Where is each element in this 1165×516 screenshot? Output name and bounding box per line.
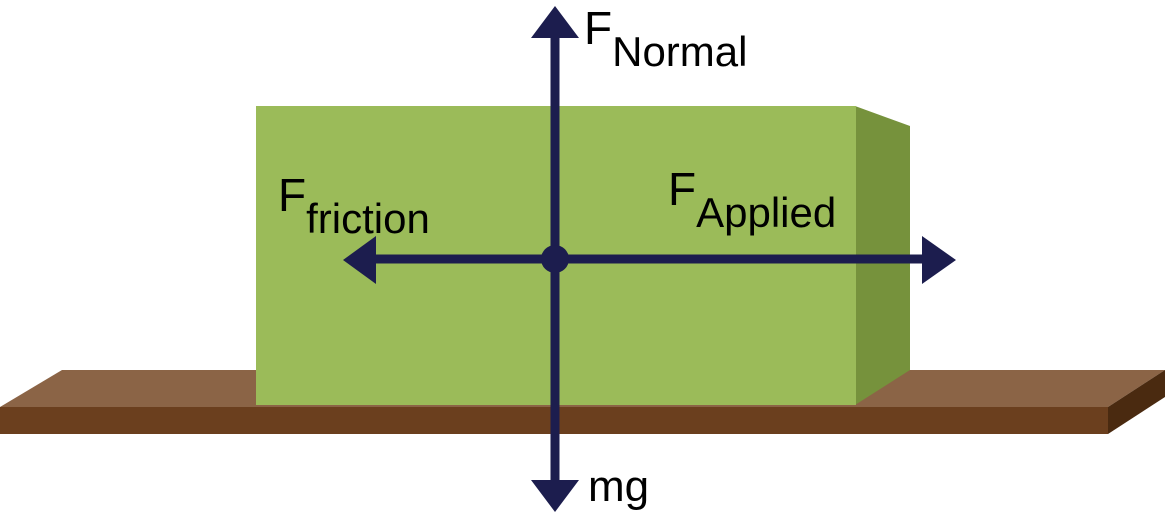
applied-force-symbol: F [668, 163, 697, 215]
surface-side [1108, 370, 1165, 434]
weight-force-label: mg [588, 465, 649, 509]
applied-force-arrowhead [922, 236, 956, 284]
weight-force-symbol: mg [588, 462, 650, 511]
weight-force-arrowhead [531, 480, 579, 512]
center-of-mass-dot [541, 245, 569, 273]
normal-force-symbol: F [584, 2, 613, 54]
force-arrows [343, 6, 956, 512]
friction-force-subscript: friction [306, 195, 430, 242]
normal-force-subscript: Normal [612, 28, 748, 75]
applied-force-label: FApplied [668, 163, 836, 234]
friction-force-label: Ffriction [278, 169, 430, 240]
friction-force-arrowhead [343, 236, 376, 284]
normal-force-label: FNormal [584, 2, 747, 73]
normal-force-arrowhead [531, 6, 579, 38]
friction-force-symbol: F [278, 169, 307, 221]
applied-force-subscript: Applied [696, 189, 837, 236]
